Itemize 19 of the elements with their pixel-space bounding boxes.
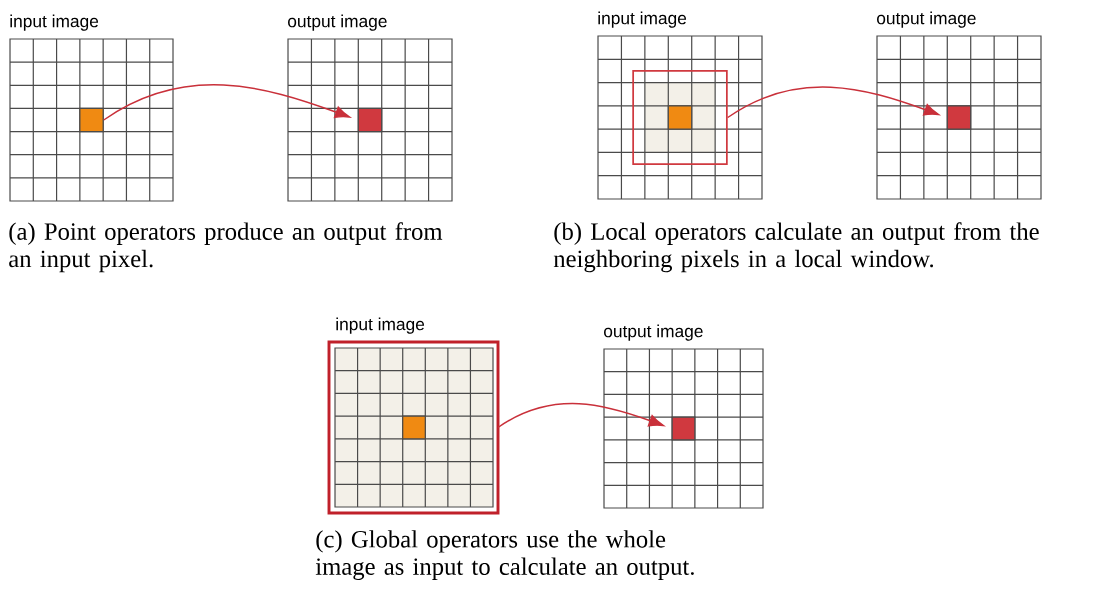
output-pixel [946,105,972,130]
output-pixel [357,107,383,133]
arrow [497,402,664,429]
output-pixel [671,416,696,441]
input-pixel [667,105,693,130]
input-pixel [402,415,426,440]
local-window [632,70,728,165]
caption: (b) Local operators calculate an output from the neighboring pixels in a local window. [553,222,1039,273]
arrow [103,84,350,121]
arrow [727,86,939,119]
caption: (c) Global operators use the whole image as input to calculate an output. [315,530,694,581]
caption: (a) Point operators produce an output from an input pixel. [9,222,443,273]
grid-heading: input image [598,11,687,28]
input-pixel [79,107,104,133]
grid-heading: output image [604,324,703,341]
grid-heading: output image [877,11,976,28]
grid-heading: output image [288,14,387,31]
grid-heading: input image [336,317,425,334]
grid-heading: input image [10,14,99,31]
